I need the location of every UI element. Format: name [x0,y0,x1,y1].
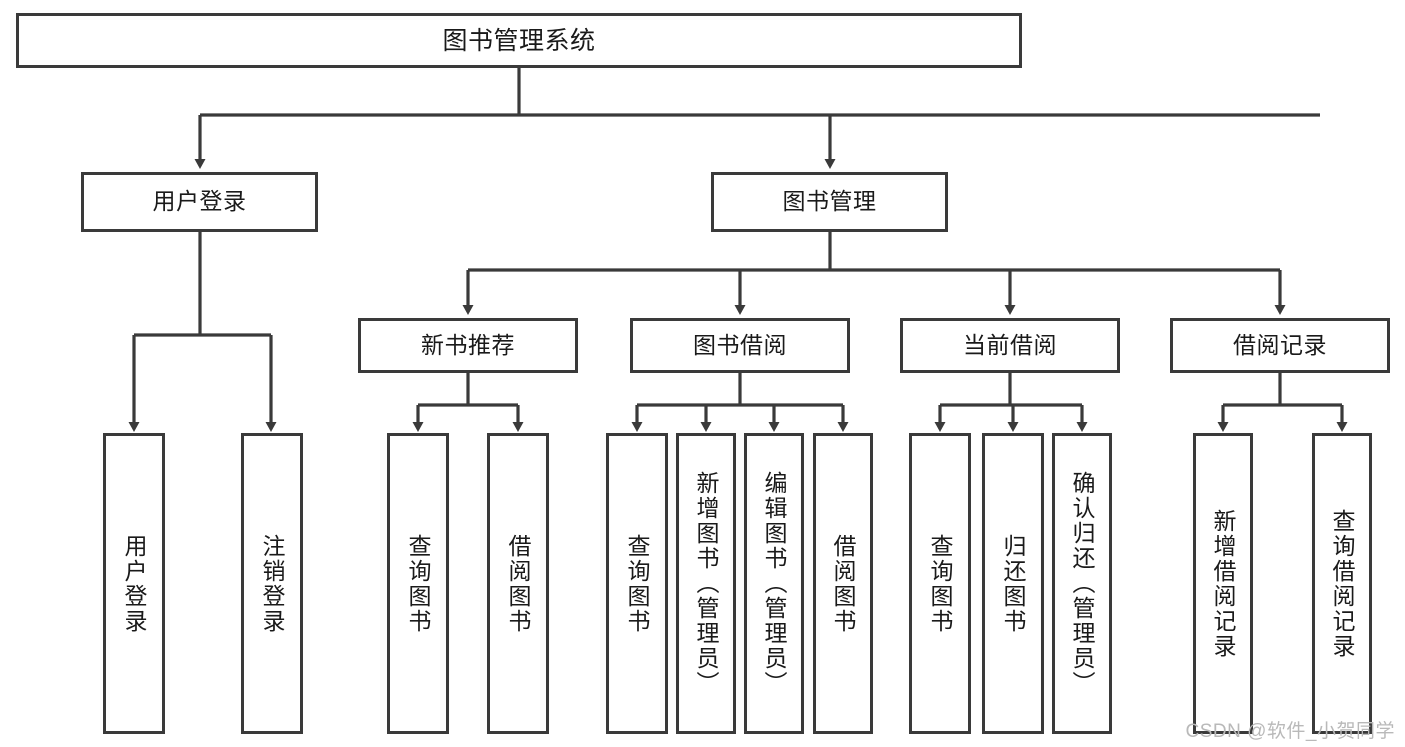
node-label: 借阅图书 [830,533,857,634]
node-leaf-query-borrow-record[interactable]: 查询借阅记录 [1312,433,1372,734]
node-label: 借阅记录 [1233,331,1327,358]
node-book-management[interactable]: 图书管理 [711,172,948,232]
node-leaf-return-book[interactable]: 归还图书 [982,433,1044,734]
node-new-book-recommend[interactable]: 新书推荐 [358,318,578,373]
node-leaf-query-book-borrow[interactable]: 查询图书 [606,433,668,734]
node-leaf-borrow-book-recommend[interactable]: 借阅图书 [487,433,549,734]
node-label: 注销登录 [259,533,286,634]
node-label: 查询图书 [927,533,954,634]
node-leaf-query-book-recommend[interactable]: 查询图书 [387,433,449,734]
node-book-borrow[interactable]: 图书借阅 [630,318,850,373]
node-borrow-record[interactable]: 借阅记录 [1170,318,1390,373]
node-leaf-user-login[interactable]: 用户登录 [103,433,165,734]
node-leaf-add-borrow-record[interactable]: 新增借阅记录 [1193,433,1253,734]
node-leaf-query-book-current[interactable]: 查询图书 [909,433,971,734]
node-label: 归还图书 [1000,533,1027,634]
node-leaf-add-book-admin[interactable]: 新增图书（管理员） [676,433,736,734]
node-label: 当前借阅 [963,331,1057,358]
node-leaf-logout[interactable]: 注销登录 [241,433,303,734]
node-label: 新增图书（管理员） [693,471,720,696]
watermark: CSDN @软件_小贺同学 [1185,721,1395,742]
node-label: 新增借阅记录 [1210,508,1237,659]
node-leaf-borrow-book[interactable]: 借阅图书 [813,433,873,734]
node-label: 借阅图书 [505,533,532,634]
node-label: 用户登录 [121,533,148,634]
node-label: 用户登录 [152,188,247,215]
node-label: 编辑图书（管理员） [761,471,788,696]
node-label: 查询图书 [405,533,432,634]
node-label: 确认归还（管理员） [1069,471,1096,696]
node-label: 图书管理系统 [442,26,596,55]
node-root-system[interactable]: 图书管理系统 [16,13,1022,68]
node-leaf-edit-book-admin[interactable]: 编辑图书（管理员） [744,433,804,734]
node-label: 新书推荐 [421,331,515,358]
node-label: 查询借阅记录 [1329,508,1356,659]
node-leaf-confirm-return-admin[interactable]: 确认归还（管理员） [1052,433,1112,734]
node-user-login[interactable]: 用户登录 [81,172,318,232]
node-current-borrow[interactable]: 当前借阅 [900,318,1120,373]
node-label: 图书管理 [782,188,877,215]
node-label: 图书借阅 [693,331,787,358]
node-label: 查询图书 [624,533,651,634]
